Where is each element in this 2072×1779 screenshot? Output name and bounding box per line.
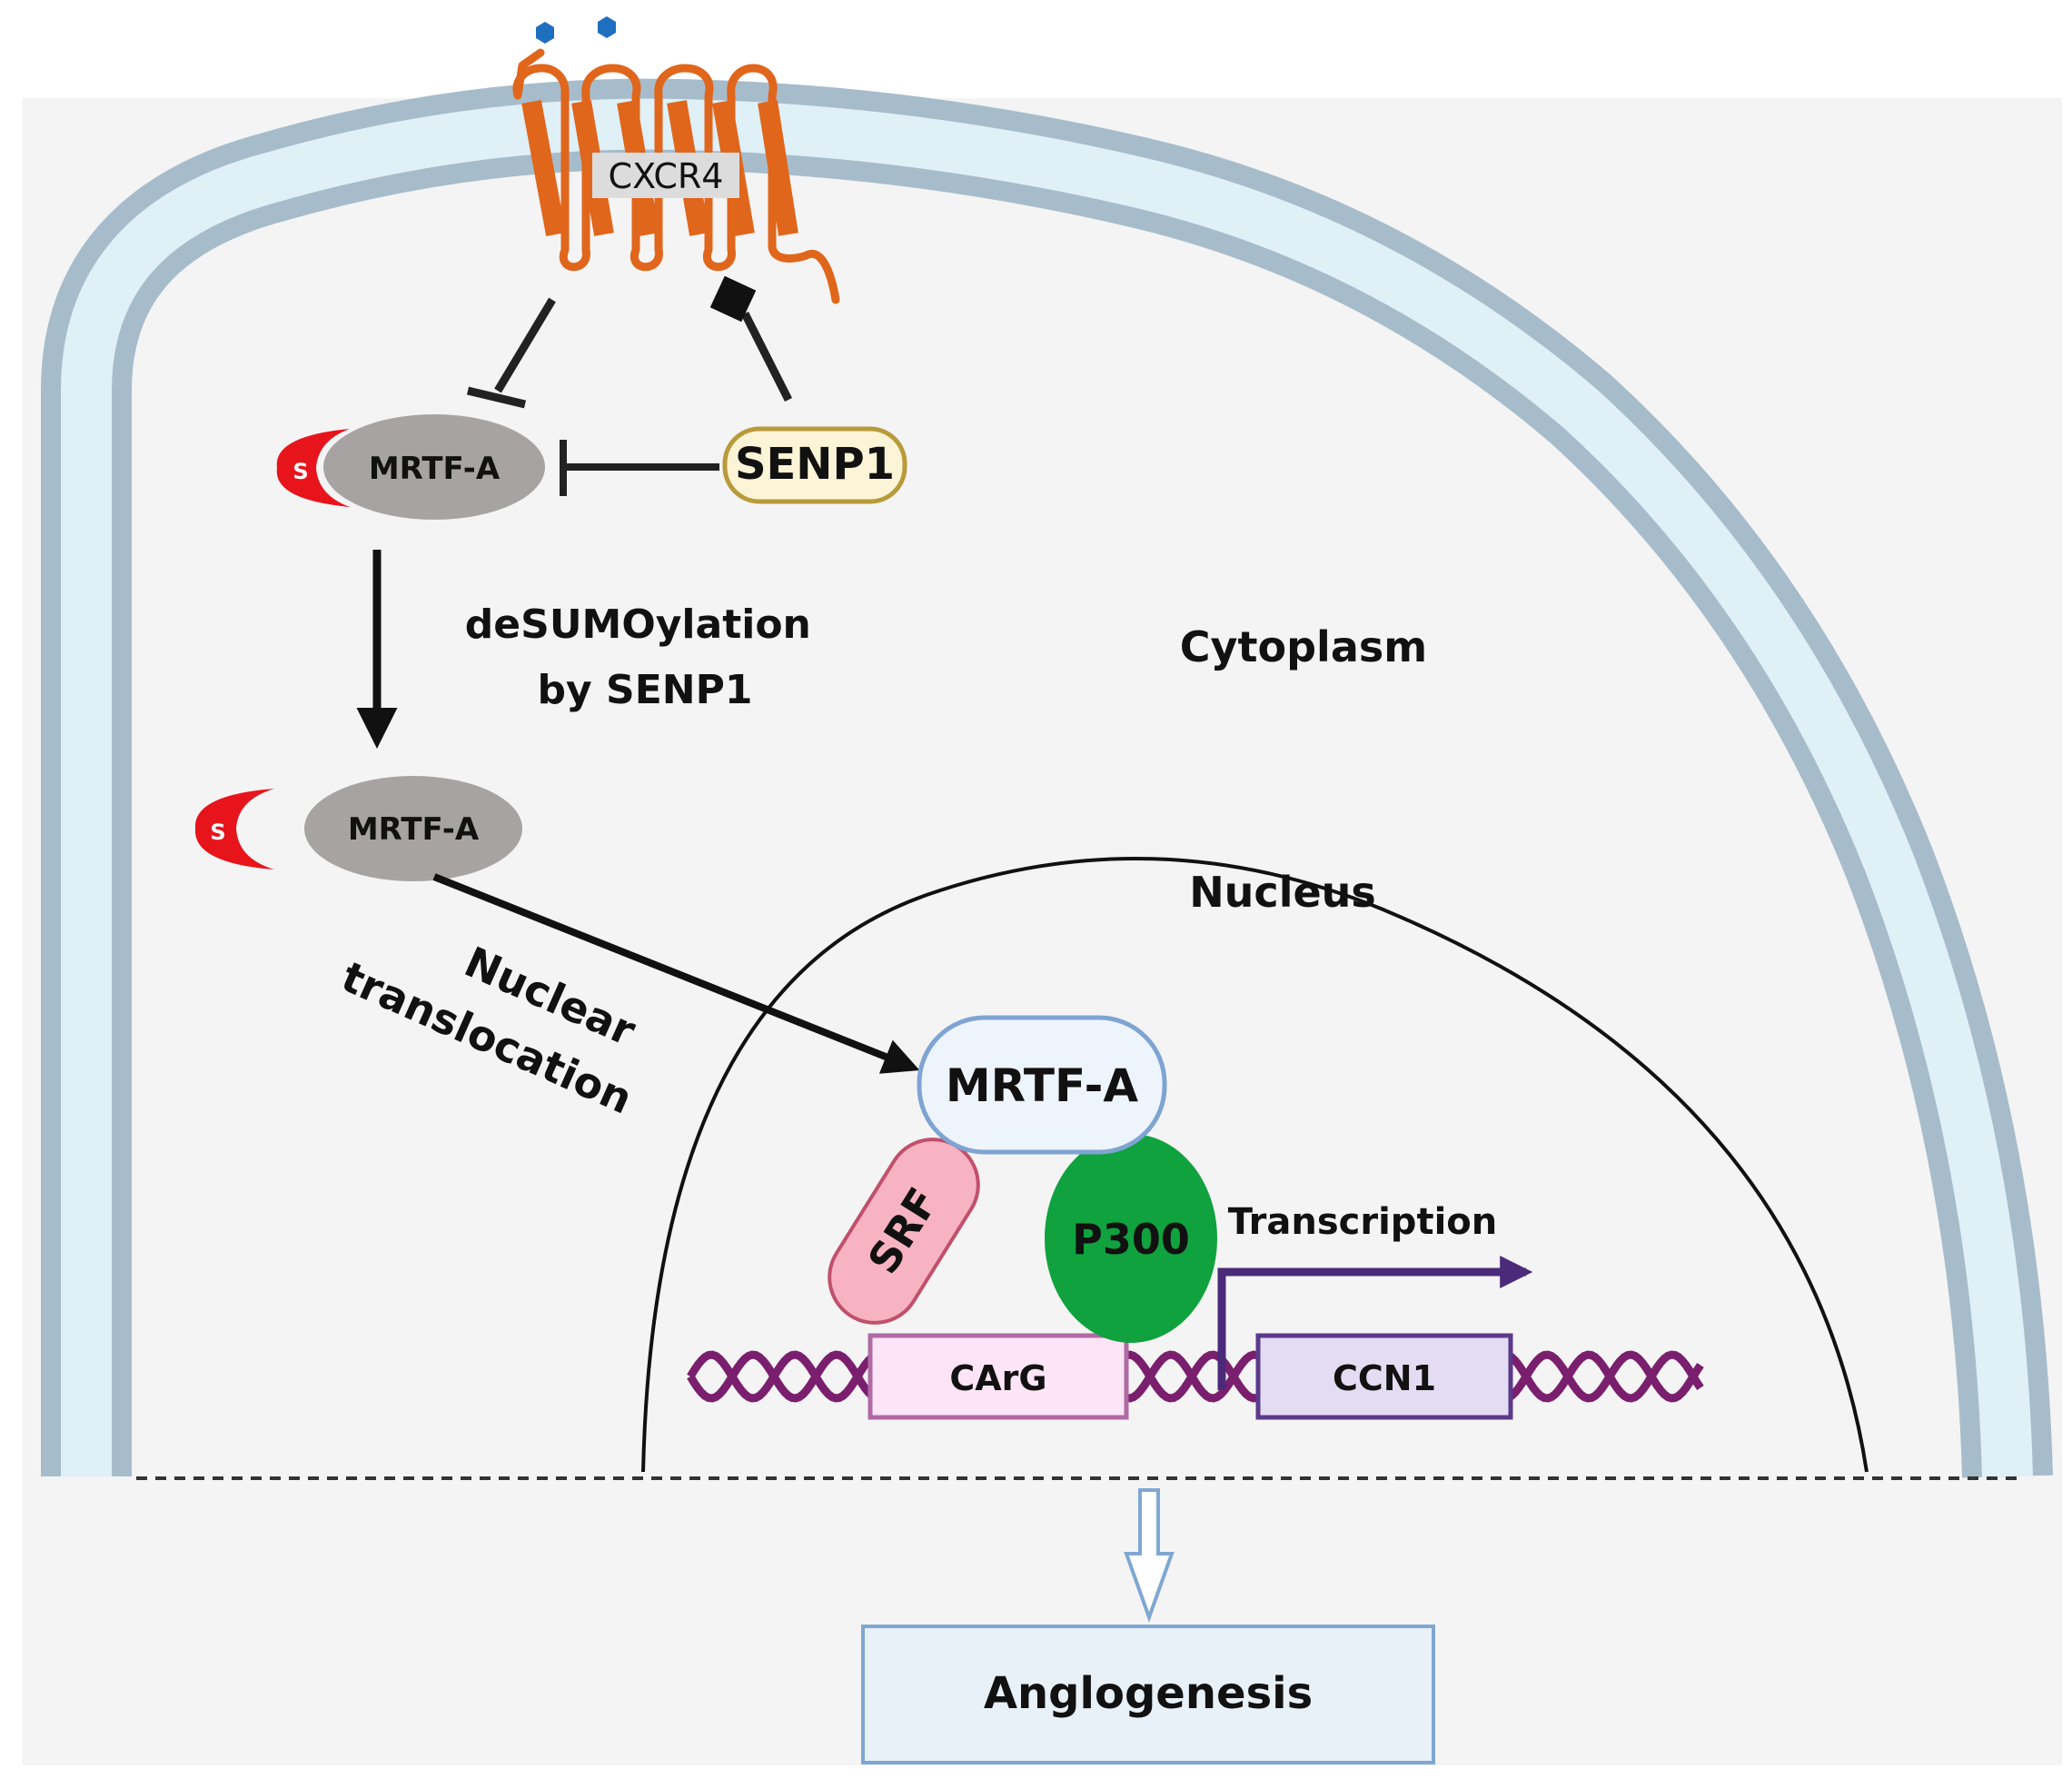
mrtfa-nuclear-box	[917, 1015, 1167, 1155]
carg-box	[867, 1333, 1129, 1420]
cxcr4-label: CXCR4	[609, 156, 724, 196]
mrtfa-top-label: MRTF-A	[369, 451, 501, 487]
mrtfa-nuclear: MRTF-A	[917, 1015, 1167, 1155]
cxcr4-backbone	[512, 48, 840, 304]
dna-helix	[687, 1350, 1704, 1403]
cxcr4-label-box	[592, 153, 739, 198]
nuclear-envelope	[641, 857, 1869, 1473]
ccn1-box	[1255, 1333, 1513, 1420]
carg-label: CArG	[949, 1358, 1046, 1398]
cxcr4-inhibition-bar	[466, 386, 527, 409]
background-panel	[23, 98, 2062, 1765]
outcome-label: Anglogenesis	[984, 1668, 1313, 1719]
cytoplasm-label: Cytoplasm	[1180, 622, 1427, 671]
desumoylation-label-line1: deSUMOylation	[465, 601, 811, 648]
outcome-box	[861, 1625, 1435, 1764]
desumoylation-label: deSUMOylation by SENP1	[465, 601, 825, 713]
ccn1-gene: CCN1	[1255, 1333, 1513, 1420]
transcription-arrow	[1217, 1256, 1533, 1390]
senp1-box	[722, 426, 907, 504]
free-sumo-tag-label: S	[210, 820, 225, 845]
desumoylation-label-line2: by SENP1	[538, 667, 753, 713]
senp1-to-cxcr4-line	[740, 311, 793, 403]
ligand-molecule	[598, 16, 616, 38]
cell-membrane-inner	[61, 98, 2033, 1477]
p300-label: P300	[1072, 1215, 1190, 1264]
mrtfa-free-ellipse	[304, 776, 522, 881]
dna-strand-b	[687, 1350, 1704, 1403]
p300-protein: P300	[1045, 1134, 1217, 1343]
mrtfa-top-ellipse	[323, 414, 545, 520]
ligand-molecule	[536, 22, 554, 44]
outcome-hollow-arrow	[1124, 1488, 1175, 1623]
nuclear-translocation-arrow	[432, 873, 920, 1074]
sumo-tag-label: S	[292, 459, 308, 484]
cxcr4-inhibition-line	[494, 297, 556, 393]
mrtfa-free-label: MRTF-A	[348, 811, 480, 848]
transcription-label: Transcription	[1228, 1201, 1497, 1243]
mrtfa-nuclear-label: MRTF-A	[946, 1059, 1138, 1112]
senp1-node: SENP1	[722, 426, 907, 504]
sumoylated-mrtfa: S MRTF-A	[276, 414, 545, 520]
srf-protein: SRF	[828, 1138, 980, 1325]
carg-element: CArG	[867, 1333, 1129, 1420]
cxcr4-receptor: CXCR4	[512, 48, 840, 304]
senp1-square-head-icon	[709, 275, 757, 323]
senp1-label: SENP1	[735, 439, 895, 490]
free-sumo-tag-icon	[194, 789, 274, 870]
nucleus-label: Nucleus	[1189, 868, 1376, 917]
ccn1-label: CCN1	[1333, 1358, 1436, 1398]
angiogenesis-outcome: Anglogenesis	[861, 1625, 1435, 1764]
p300-shape	[1045, 1134, 1217, 1343]
free-sumo-and-mrtfa: S MRTF-A	[194, 776, 522, 881]
sumo-tag-icon	[276, 429, 350, 507]
